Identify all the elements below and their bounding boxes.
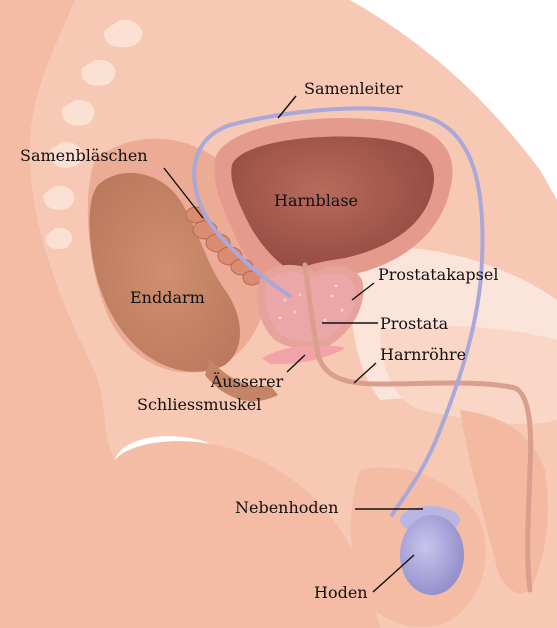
label-nebenhoden: Nebenhoden [235, 498, 338, 517]
label-samenleiter: Samenleiter [304, 79, 403, 98]
testis [400, 515, 464, 595]
label-harnroehre: Harnröhre [380, 345, 466, 364]
label-aeusserer: Äusserer [197, 372, 297, 391]
label-prostatakapsel: Prostatakapsel [378, 265, 498, 284]
label-enddarm: Enddarm [130, 288, 205, 307]
label-samenblaeschen: Samenbläschen [20, 146, 148, 165]
label-prostata: Prostata [380, 314, 448, 333]
label-hoden: Hoden [314, 583, 368, 602]
label-schliessmuskel: Schliessmuskel [137, 395, 261, 414]
label-harnblase: Harnblase [274, 191, 358, 210]
